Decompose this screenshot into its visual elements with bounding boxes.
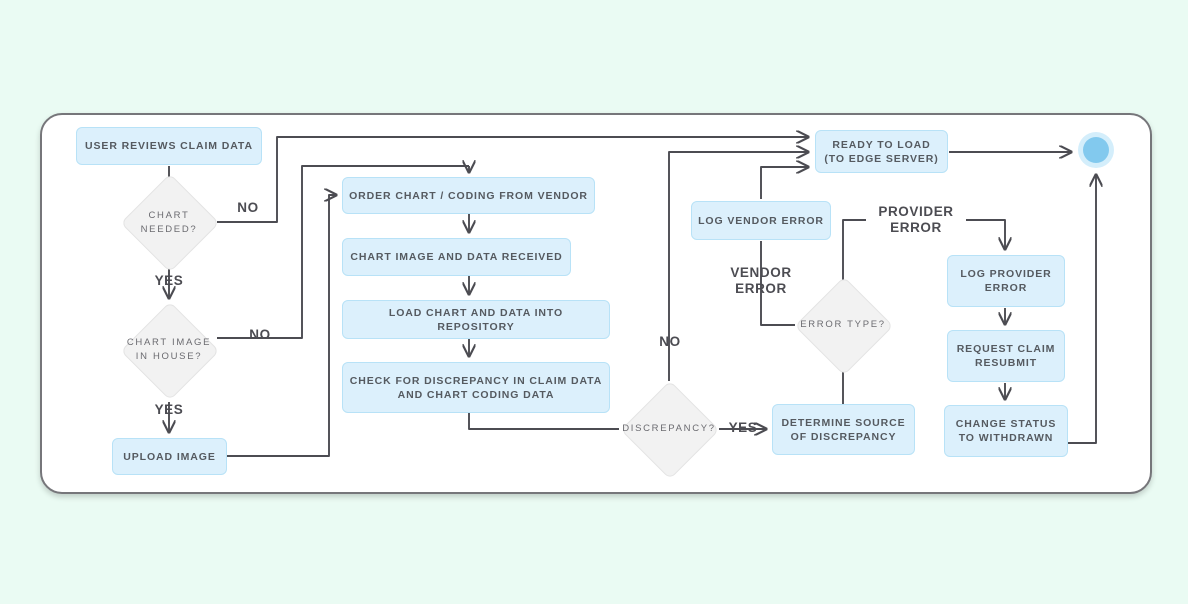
edge-label-vendor-error-line2: ERROR — [735, 281, 787, 296]
terminal-inner-circle — [1083, 137, 1109, 163]
node-label-line2: ERROR — [984, 282, 1028, 294]
node-label-text: DISCREPANCY? — [622, 423, 716, 434]
node-label-line2: TO WITHDRAWN — [958, 432, 1054, 444]
edge-label-chart-needed-yes: YES — [154, 273, 184, 288]
edge-label-discrepancy-yes: YES — [728, 420, 758, 435]
node-label: LOG VENDOR ERROR — [698, 214, 824, 227]
node-label: ERROR TYPE? — [790, 317, 896, 333]
node-determine-source-of-discrepancy[interactable]: DETERMINE SOURCE OF DISCREPANCY — [772, 404, 915, 455]
node-label-line2: (TO EDGE SERVER) — [824, 152, 939, 165]
edge-label-vendor-error: VENDOR ERROR — [712, 265, 810, 297]
node-order-chart-coding-from-vendor[interactable]: ORDER CHART / CODING FROM VENDOR — [342, 177, 595, 214]
node-label: USER REVIEWS CLAIM DATA — [85, 140, 253, 152]
node-label-line1: READY TO LOAD — [832, 138, 931, 151]
edge-label-vendor-error-line1: VENDOR — [730, 265, 792, 280]
edge-label-provider-error: PROVIDER ERROR — [868, 204, 964, 236]
node-label-text: ERROR TYPE? — [800, 319, 886, 330]
edge-errortype-provider-b — [966, 219, 1005, 249]
node-label-line1: DETERMINE SOURCE — [781, 416, 906, 429]
node-label-text: CHART IMAGE IN HOUSE? — [126, 337, 212, 362]
node-upload-image[interactable]: UPLOAD IMAGE — [112, 438, 227, 475]
node-label-line1: CHECK FOR DISCREPANCY IN CLAIM DATA — [349, 374, 603, 387]
node-change-status-to-withdrawn[interactable]: CHANGE STATUS TO WITHDRAWN — [944, 405, 1068, 457]
node-label-line2: AND CHART CODING DATA — [397, 388, 555, 401]
node-label: CHART IMAGE IN HOUSE? — [124, 322, 214, 378]
edge-vendor-to-ready — [760, 167, 808, 199]
node-check-for-discrepancy[interactable]: CHECK FOR DISCREPANCY IN CLAIM DATA AND … — [342, 362, 610, 413]
edge-chart-needed-no — [217, 137, 808, 223]
node-label: CHART NEEDED? — [119, 200, 219, 245]
node-log-vendor-error[interactable]: LOG VENDOR ERROR — [691, 201, 831, 240]
edge-errortype-vendor — [760, 241, 795, 326]
edge-label-discrepancy-no: NO — [659, 334, 681, 349]
edge-upload-to-order — [227, 195, 336, 457]
edge-label-chart-image-no: NO — [249, 327, 271, 342]
node-label-line2: OF DISCREPANCY — [790, 430, 897, 443]
edge-check-to-discrepancy — [468, 413, 619, 430]
node-label-line1: LOG PROVIDER — [960, 268, 1052, 280]
node-label: UPLOAD IMAGE — [123, 450, 216, 463]
edge-errortype-provider-a — [842, 219, 866, 282]
node-label: ORDER CHART / CODING FROM VENDOR — [349, 189, 588, 202]
node-user-reviews-claim-data[interactable]: USER REVIEWS CLAIM DATA — [76, 127, 262, 165]
node-log-provider-error[interactable]: LOG PROVIDER ERROR — [947, 255, 1065, 307]
node-label: DISCREPANCY? — [610, 421, 728, 437]
node-label-text: CHART NEEDED? — [140, 209, 198, 235]
node-label-line1: CHANGE STATUS — [955, 418, 1057, 430]
node-label: CHART IMAGE AND DATA RECEIVED — [350, 251, 563, 263]
edge-label-chart-image-yes: YES — [154, 402, 184, 417]
edge-label-provider-error-line2: ERROR — [890, 220, 942, 235]
edge-label-provider-error-line1: PROVIDER — [878, 204, 954, 219]
node-load-chart-and-data-into-repository[interactable]: LOAD CHART AND DATA INTO REPOSITORY — [342, 300, 610, 339]
edge-chart-image-no-a — [217, 165, 469, 339]
edge-change-to-terminal — [1068, 175, 1096, 444]
node-ready-to-load[interactable]: READY TO LOAD (TO EDGE SERVER) — [815, 130, 948, 173]
node-chart-image-and-data-received[interactable]: CHART IMAGE AND DATA RECEIVED — [342, 238, 571, 276]
edge-discrepancy-no — [668, 152, 808, 381]
node-label-line1: REQUEST CLAIM — [956, 343, 1056, 355]
node-label-line2: RESUBMIT — [974, 357, 1038, 369]
node-label: LOAD CHART AND DATA INTO REPOSITORY — [388, 306, 564, 333]
node-request-claim-resubmit[interactable]: REQUEST CLAIM RESUBMIT — [947, 330, 1065, 382]
edge-label-chart-needed-no: NO — [237, 200, 259, 215]
